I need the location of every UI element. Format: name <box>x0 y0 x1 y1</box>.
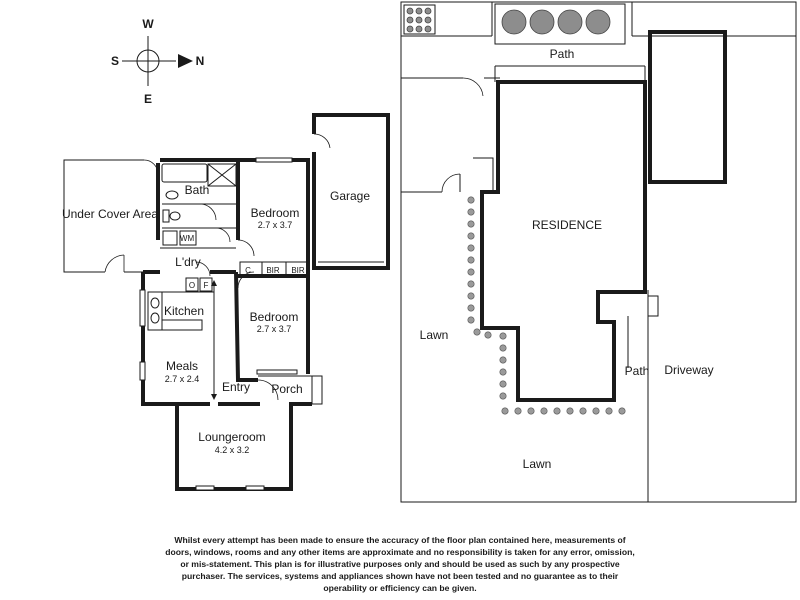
residence-label: RESIDENCE <box>532 218 602 232</box>
sink-icon <box>150 297 160 309</box>
compass-north: N <box>196 54 205 68</box>
room-garage: Garage <box>330 189 370 203</box>
room-under-cover-area: Under Cover Area <box>62 207 158 221</box>
fridge-label: F <box>204 281 209 290</box>
compass-south: S <box>111 54 119 68</box>
lawn-bottom-label: Lawn <box>523 457 552 471</box>
room-bedroom-2: Bedroom <box>250 310 299 324</box>
room-kitchen: Kitchen <box>164 304 204 318</box>
disclaimer-text: Whilst every attempt has been made to en… <box>165 535 635 593</box>
compass-west: W <box>142 17 154 31</box>
planter-box <box>403 4 436 35</box>
room-loungeroom: Loungeroom <box>198 430 265 444</box>
washing-machine-label: WM <box>180 234 195 243</box>
room-bath: Bath <box>185 183 210 197</box>
path-side-label: Path <box>625 364 650 378</box>
lawn-left-label: Lawn <box>420 328 449 342</box>
house-floor-plan: Bath WM L'dry Under Cover Area Bedroom 2… <box>62 113 390 491</box>
room-meals: Meals <box>166 359 198 373</box>
driveway-label: Driveway <box>664 363 713 377</box>
bir-label-1: BIR <box>266 266 280 275</box>
bathtub-icon <box>161 163 208 183</box>
room-entry: Entry <box>222 380 250 394</box>
room-loungeroom-dims: 4.2 x 3.2 <box>215 445 250 455</box>
basin-icon <box>165 190 179 200</box>
room-bedroom-2-dims: 2.7 x 3.7 <box>257 324 292 334</box>
residence-outline <box>480 80 647 402</box>
hedge-left <box>467 196 507 400</box>
bir-label-2: BIR <box>291 266 305 275</box>
room-meals-dims: 2.7 x 2.4 <box>165 374 200 384</box>
path-top-label: Path <box>550 47 575 61</box>
garage-block <box>648 30 727 184</box>
shower-icon <box>207 163 237 187</box>
site-plan: Path RESIDENCE Lawn Lawn Path Driveway <box>400 1 797 503</box>
hedge-bottom <box>501 407 626 415</box>
tree-row <box>494 3 626 45</box>
room-bedroom-1: Bedroom <box>251 206 300 220</box>
cupboard-label: C <box>245 266 251 275</box>
toilet-icon <box>169 211 181 221</box>
room-bedroom-1-dims: 2.7 x 3.7 <box>258 220 293 230</box>
site-boundary <box>400 1 797 503</box>
room-laundry: L'dry <box>175 255 201 269</box>
compass-east: E <box>144 92 152 106</box>
compass-rose: W S E N <box>111 17 204 106</box>
north-arrow-icon <box>178 54 193 68</box>
oven-label: O <box>189 281 195 290</box>
room-porch: Porch <box>271 382 302 396</box>
